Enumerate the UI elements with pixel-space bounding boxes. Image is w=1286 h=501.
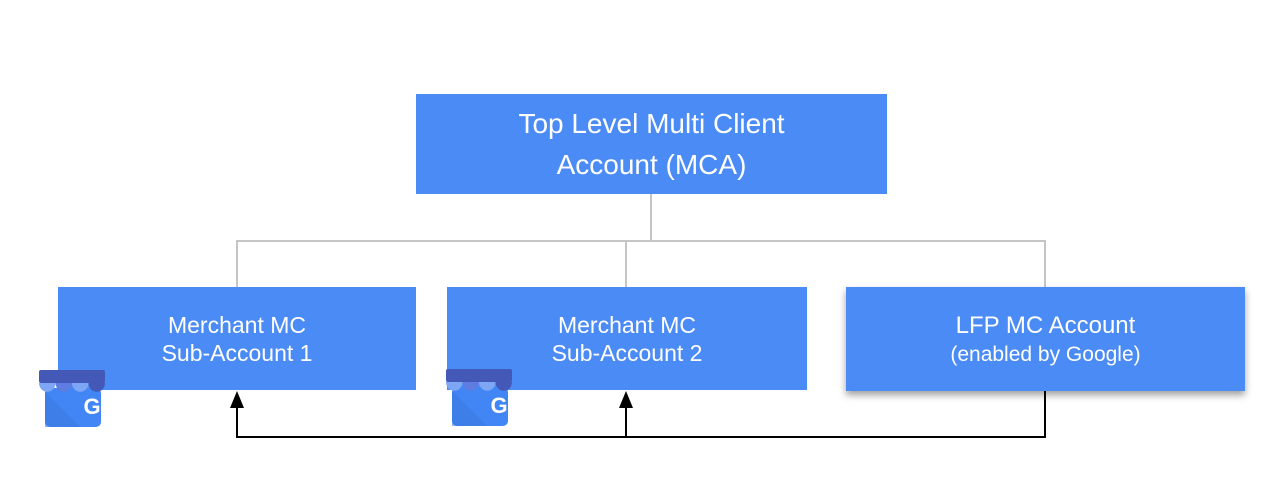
connector-horizontal-bar bbox=[236, 240, 1046, 242]
arrowhead-sub-account-2 bbox=[619, 391, 633, 408]
arrow-line-horizontal bbox=[236, 436, 1046, 438]
node-label-line: Merchant MC bbox=[557, 311, 697, 338]
node-label-line: Sub-Account 2 bbox=[551, 339, 703, 366]
node-label-line: Top Level Multi Client bbox=[518, 108, 785, 139]
node-lfp-mc-account: LFP MC Account (enabled by Google) bbox=[846, 287, 1245, 391]
node-label-line: Account (MCA) bbox=[556, 149, 747, 180]
node-merchant-mc-sub-account-1: Merchant MC Sub-Account 1 bbox=[58, 287, 416, 390]
google-my-business-icon: G bbox=[446, 369, 512, 426]
google-g-letter: G bbox=[490, 393, 507, 418]
node-label-line: Merchant MC bbox=[167, 311, 307, 338]
node-label-line: (enabled by Google) bbox=[950, 342, 1141, 366]
connector-root-drop bbox=[650, 194, 652, 241]
connector-drop-sub-account-2 bbox=[625, 240, 627, 287]
arrowhead-sub-account-1 bbox=[230, 391, 244, 408]
node-label-line: Sub-Account 1 bbox=[161, 339, 313, 366]
node-top-level-mca: Top Level Multi Client Account (MCA) bbox=[416, 94, 887, 194]
connector-drop-sub-account-1 bbox=[236, 240, 238, 287]
google-my-business-icon: G bbox=[39, 370, 105, 427]
node-label-line: LFP MC Account bbox=[955, 311, 1136, 339]
google-g-letter: G bbox=[83, 394, 100, 419]
arrow-line-up-sub-account-1 bbox=[236, 406, 238, 436]
arrow-line-up-sub-account-2 bbox=[625, 406, 627, 436]
connector-drop-lfp-account bbox=[1044, 240, 1046, 287]
arrow-line-lfp-down bbox=[1044, 391, 1046, 437]
